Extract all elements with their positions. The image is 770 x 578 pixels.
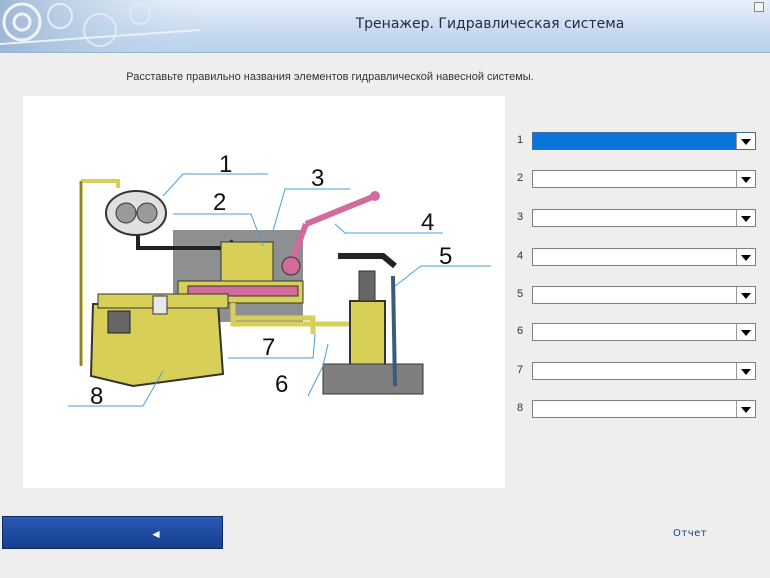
back-arrow-icon: ◄ — [150, 527, 162, 541]
row-number: 7 — [517, 364, 524, 376]
back-button[interactable]: ◄ — [2, 516, 223, 549]
gears-logo-icon — [0, 0, 200, 52]
diagram-number-8: 8 — [90, 383, 103, 410]
chevron-down-icon[interactable] — [736, 133, 755, 149]
title-bar: Тренажер. Гидравлическая система — [0, 0, 770, 53]
row-number: 3 — [517, 211, 524, 223]
diagram-number-5: 5 — [439, 243, 452, 270]
answer-select-4[interactable] — [532, 248, 756, 266]
row-number: 8 — [517, 402, 524, 414]
answer-row-4: 4 — [511, 248, 761, 268]
chevron-down-icon[interactable] — [736, 249, 755, 265]
answer-select-6[interactable] — [532, 323, 756, 341]
answer-row-1: 1 — [511, 132, 761, 152]
answer-row-5: 5 — [511, 286, 761, 306]
answer-list: 1 2 3 4 5 6 — [511, 0, 770, 578]
row-number: 5 — [517, 288, 524, 300]
answer-row-2: 2 — [511, 170, 761, 190]
row-number: 6 — [517, 325, 524, 337]
window-title: Тренажер. Гидравлическая система — [355, 16, 625, 32]
diagram-number-3: 3 — [311, 165, 324, 192]
answer-select-5[interactable] — [532, 286, 756, 304]
answer-select-8[interactable] — [532, 400, 756, 418]
diagram-number-6: 6 — [275, 371, 288, 398]
diagram-number-4: 4 — [421, 209, 434, 236]
hydraulic-system-diagram: 1 2 3 4 5 6 7 8 — [23, 96, 505, 488]
row-number: 2 — [517, 172, 524, 184]
diagram-number-1: 1 — [219, 151, 232, 178]
answer-select-3[interactable] — [532, 209, 756, 227]
answer-row-7: 7 — [511, 362, 761, 382]
answer-row-3: 3 — [511, 209, 761, 229]
diagram-number-7: 7 — [262, 334, 275, 361]
answer-select-1[interactable] — [532, 132, 756, 150]
diagram-number-2: 2 — [213, 189, 226, 216]
answer-select-7[interactable] — [532, 362, 756, 380]
chevron-down-icon[interactable] — [736, 401, 755, 417]
row-number: 4 — [517, 250, 524, 262]
chevron-down-icon[interactable] — [736, 171, 755, 187]
instruction-text: Расставьте правильно названия элементов … — [126, 71, 534, 83]
window-close-button[interactable] — [754, 2, 764, 12]
chevron-down-icon[interactable] — [736, 363, 755, 379]
answer-select-2[interactable] — [532, 170, 756, 188]
chevron-down-icon[interactable] — [736, 210, 755, 226]
chevron-down-icon[interactable] — [736, 287, 755, 303]
chevron-down-icon[interactable] — [736, 324, 755, 340]
row-number: 1 — [517, 134, 524, 146]
hydraulic-diagram-image: 1 2 3 4 5 6 7 8 — [68, 151, 491, 410]
report-link[interactable]: Отчет — [673, 528, 708, 539]
answer-row-6: 6 — [511, 323, 761, 343]
answer-row-8: 8 — [511, 400, 761, 420]
